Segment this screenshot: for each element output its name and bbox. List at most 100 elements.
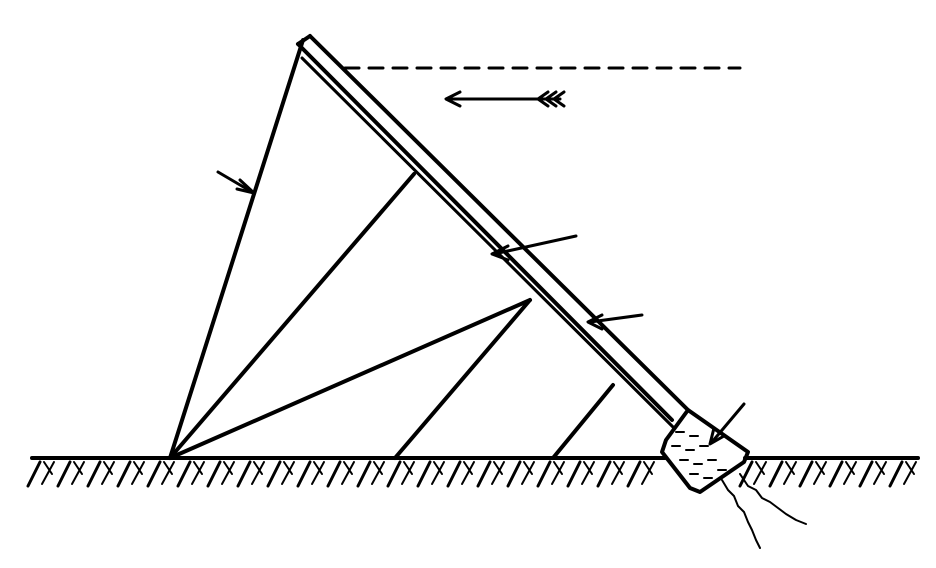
soil-hatch-stroke-2 (783, 461, 797, 485)
brace-lower (168, 298, 532, 460)
board-inner-edge (296, 42, 674, 422)
vertical-strut-1 (393, 298, 532, 460)
soil-hatch-tick (613, 461, 623, 475)
soil-hatch-tick (523, 461, 533, 475)
soil-hatch-stroke (476, 460, 492, 488)
soil-hatch-stroke-2 (311, 461, 325, 485)
inclined-double-board (296, 34, 690, 430)
soil-hatch-stroke-2 (131, 461, 145, 485)
soil-hatch-tick (73, 461, 83, 475)
soil-hatch-stroke (798, 460, 814, 488)
soil-hatch-stroke (356, 460, 372, 488)
soil-hatch-stroke (738, 460, 754, 488)
soil-hatch-stroke (828, 460, 844, 488)
pointer-rear-strut (216, 170, 256, 195)
soil-hatch-stroke-2 (161, 461, 175, 485)
soil-hatch-stroke (768, 460, 784, 488)
soil-hatch-stroke-2 (873, 461, 887, 485)
soil-hatch-stroke (536, 460, 552, 488)
soil-hatch-tick (403, 461, 413, 475)
soil-hatch-stroke-2 (101, 461, 115, 485)
soil-hatch-stroke-2 (191, 461, 205, 485)
soil-hatch-stroke-2 (281, 461, 295, 485)
soil-hatch-stroke (566, 460, 582, 488)
triangular-support-frame (168, 38, 615, 460)
soil-hatch-stroke-2 (371, 461, 385, 485)
soil-hatching (26, 460, 917, 488)
pointer-board-lower (586, 313, 644, 331)
pointer-board-upper (490, 234, 578, 262)
soil-hatch-stroke-2 (431, 461, 445, 485)
soil-hatch-stroke-2 (461, 461, 475, 485)
soil-hatch-tick (463, 461, 473, 475)
soil-hatch-tick (133, 461, 143, 475)
soil-hatch-stroke (206, 460, 222, 488)
soil-hatch-stroke (236, 460, 252, 488)
soil-hatch-stroke-2 (341, 461, 355, 485)
soil-hatch-tick (755, 461, 765, 475)
soil-hatch-tick (343, 461, 353, 475)
soil-hatch-stroke (266, 460, 282, 488)
soil-hatch-tick (875, 461, 885, 475)
soil-hatch-tick (553, 461, 563, 475)
soil-hatch-stroke-2 (611, 461, 625, 485)
soil-hatch-stroke (858, 460, 874, 488)
soil-hatch-stroke (116, 460, 132, 488)
soil-hatch-stroke (626, 460, 642, 488)
vertical-strut-2 (551, 383, 615, 460)
soil-hatch-tick (223, 461, 233, 475)
crack-1 (721, 479, 761, 549)
soil-hatch-tick (845, 461, 855, 475)
soil-hatch-stroke-2 (843, 461, 857, 485)
soil-hatch-stroke-2 (581, 461, 595, 485)
soil-hatch-tick (103, 461, 113, 475)
soil-hatch-stroke-2 (221, 461, 235, 485)
soil-hatch-stroke-2 (41, 461, 55, 485)
soil-hatch-stroke-2 (753, 461, 767, 485)
soil-hatch-tick (193, 461, 203, 475)
soil-hatch-stroke (56, 460, 72, 488)
brace-upper (168, 172, 416, 460)
footing-dashes (671, 431, 727, 479)
soil-hatch-stroke (296, 460, 312, 488)
soil-hatch-tick (583, 461, 593, 475)
soil-hatch-stroke (416, 460, 432, 488)
soil-hatch-tick (43, 461, 53, 475)
soil-hatch-tick (283, 461, 293, 475)
soil-hatch-stroke (86, 460, 102, 488)
soil-hatch-stroke-2 (641, 461, 655, 485)
seepage-crack-lines (721, 473, 807, 549)
soil-hatch-stroke (176, 460, 192, 488)
soil-hatch-stroke-2 (903, 461, 917, 485)
soil-hatch-stroke (506, 460, 522, 488)
crack-2 (739, 473, 807, 525)
soil-hatch-stroke-2 (491, 461, 505, 485)
soil-hatch-stroke-2 (521, 461, 535, 485)
board-middle-line (300, 56, 676, 430)
soil-hatch-tick (253, 461, 263, 475)
soil-hatch-stroke-2 (251, 461, 265, 485)
soil-hatch-tick (493, 461, 503, 475)
soil-hatch-tick (163, 461, 173, 475)
soil-hatch-tick (905, 461, 915, 475)
soil-hatch-tick (433, 461, 443, 475)
board-outer-edge (308, 34, 690, 412)
soil-hatch-stroke (146, 460, 162, 488)
soil-hatch-stroke (596, 460, 612, 488)
soil-hatch-stroke-2 (401, 461, 415, 485)
soil-hatch-tick (643, 461, 653, 475)
soil-hatch-stroke (26, 460, 42, 488)
rear-strut (168, 38, 305, 460)
soil-hatch-stroke (326, 460, 342, 488)
soil-hatch-stroke-2 (551, 461, 565, 485)
flow-direction-arrow (444, 90, 566, 108)
board-top-cap (296, 34, 312, 46)
toe-footing-block (660, 408, 750, 494)
soil-hatch-stroke (386, 460, 402, 488)
soil-hatch-tick (815, 461, 825, 475)
soil-hatch-stroke (446, 460, 462, 488)
soil-hatch-stroke-2 (813, 461, 827, 485)
soil-hatch-tick (785, 461, 795, 475)
footing-outline (660, 408, 750, 494)
